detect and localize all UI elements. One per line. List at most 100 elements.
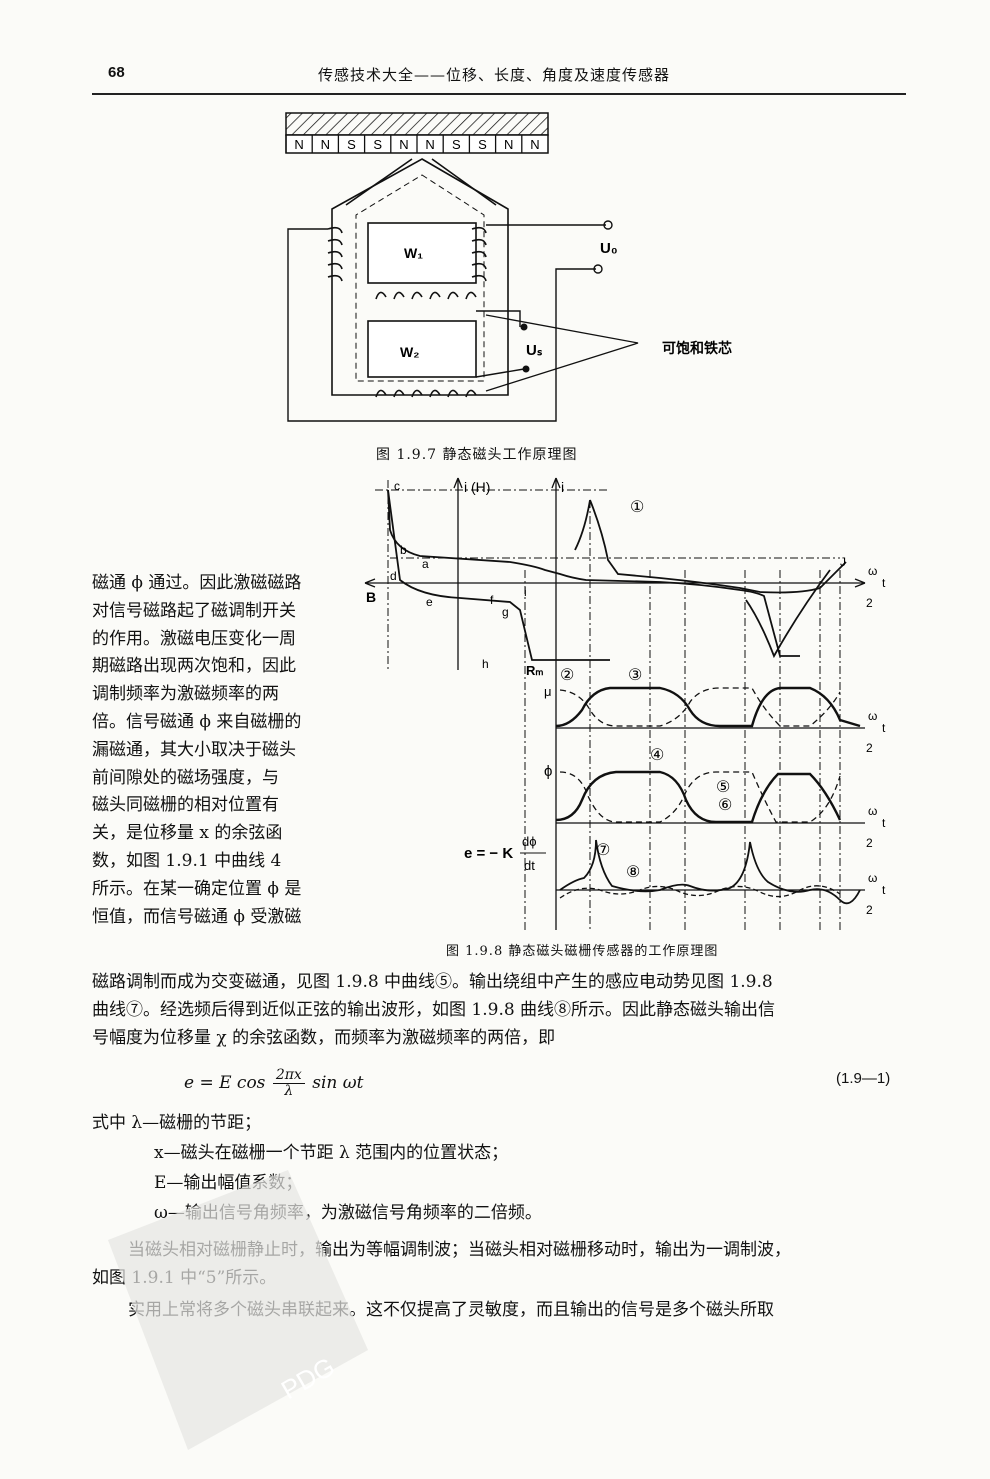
pole-label: S [347, 137, 356, 152]
formula-lhs: e = E cos [184, 1073, 266, 1093]
wt-label: ω [868, 564, 877, 578]
pole-label: S [452, 137, 461, 152]
label-mu: μ [544, 684, 552, 699]
label-e-equation: e = − K [464, 845, 513, 862]
wt-label: ω [868, 804, 877, 818]
pole-label: S [478, 137, 487, 152]
curve-magnetization [387, 489, 800, 657]
left-text-line: 期磁路出现两次饱和，因此 [92, 656, 296, 677]
label-saturable-core: 可饱和铁芯 [662, 340, 732, 356]
point-label: a [422, 557, 429, 571]
symbol-definitions: 式中 λ—磁栅的节距； x—磁头在磁栅一个节距 λ 范围内的位置状态； E—输出… [92, 1108, 542, 1228]
pole-label: N [321, 137, 330, 152]
label-i: i [561, 479, 564, 495]
wt-label: t [882, 721, 886, 735]
left-column-text: 磁通 ϕ 通过。因此激磁磁路对信号磁路起了磁调制开关的作用。激磁电压变化一周期磁… [92, 570, 350, 931]
wt-label: 2 [866, 596, 873, 610]
point-label: e [426, 595, 433, 609]
grid-hatch [285, 112, 549, 136]
point-label: b [400, 543, 407, 557]
wt-label: t [882, 816, 886, 830]
pole-label: N [425, 137, 434, 152]
curve-3 [555, 686, 861, 728]
point-label: i [524, 585, 527, 599]
left-text-line: 恒值，而信号磁通 ϕ 受激磁 [92, 906, 302, 927]
label-phi: ϕ [544, 763, 552, 780]
figure-1-9-8: i (H) i B Rₘ μ ϕ e = − K dϕ dt ωt2ωt2ωt2… [364, 477, 886, 930]
label-dt: dt [524, 858, 535, 873]
wt-label: ω [868, 871, 877, 885]
left-text-line: 倍。信号磁通 ϕ 来自磁栅的 [92, 711, 302, 732]
left-text-line: 前间隙处的磁场强度，与 [92, 767, 279, 788]
body-line: 号幅度为位移量 χ 的余弦函数，而频率为激磁频率的两倍，即 [92, 1028, 556, 1048]
formula-rhs: sin ωt [312, 1073, 364, 1093]
curve-label: ⑥ [718, 797, 732, 814]
curve-label: ① [630, 499, 644, 516]
window-w1 [367, 222, 477, 284]
left-text-line: 磁头同磁栅的相对位置有 [92, 795, 279, 816]
coil-w1 [327, 226, 487, 398]
label-B: B [366, 589, 376, 605]
equation-number: (1.9—1) [836, 1070, 891, 1087]
body-line: 磁路调制而成为交变磁通，见图 1.9.8 中曲线⑤。输出绕组中产生的感应电动势见… [92, 972, 773, 992]
point-label: d [390, 569, 397, 583]
curve-label: ② [560, 667, 574, 684]
wt-label: 2 [866, 741, 873, 755]
left-text-line: 漏磁通，其大小取决于磁头 [92, 739, 296, 760]
watermark-stamp: PDG [108, 1170, 368, 1450]
curve-label: ⑧ [626, 864, 640, 881]
point-label: J [840, 555, 846, 569]
definition-x: x—磁头在磁栅一个节距 λ 范围内的位置状态； [154, 1143, 509, 1163]
left-text-line: 所示。在某一确定位置 ϕ 是 [92, 878, 302, 899]
pole-label: N [294, 137, 303, 152]
curve-2 [559, 687, 841, 727]
left-text-line: 的作用。激磁电压变化一周 [92, 628, 296, 649]
pole-label: S [373, 137, 382, 152]
point-label: f [490, 593, 494, 607]
label-u0: U₀ [600, 240, 618, 257]
wt-label: 2 [866, 903, 873, 917]
body-continuation: 磁路调制而成为交变磁通，见图 1.9.8 中曲线⑤。输出绕组中产生的感应电动势见… [92, 968, 908, 1052]
window-w2 [367, 320, 477, 378]
label-dphi: dϕ [522, 834, 537, 849]
left-text-line: 数，如图 1.9.1 中曲线 4 [92, 850, 282, 871]
wt-label: ω [868, 709, 877, 723]
figure-1-9-7-caption: 图 1.9.7 静态磁头工作原理图 [376, 447, 578, 463]
curve-1 [589, 499, 847, 594]
curve-5 [555, 770, 842, 824]
formula-denominator: λ [284, 1083, 294, 1099]
figure-1-9-8-caption: 图 1.9.8 静态磁头磁栅传感器的工作原理图 [446, 944, 719, 959]
left-text-line: 对信号磁路起了磁调制开关 [92, 600, 296, 621]
pole-label: N [399, 137, 408, 152]
point-label: g [502, 605, 509, 619]
label-us: Uₛ [526, 342, 543, 359]
wt-label: t [882, 576, 886, 590]
point-label: h [482, 657, 489, 671]
core-outer [331, 158, 509, 396]
curve-label: ⑤ [716, 779, 730, 796]
page-number: 68 [108, 64, 125, 81]
definition-lambda: 式中 λ—磁栅的节距； [92, 1113, 262, 1133]
label-w2: W₂ [400, 344, 419, 360]
curve-4 [559, 771, 841, 823]
curve-8 [559, 885, 841, 899]
left-text-line: 磁通 ϕ 通过。因此激磁磁路 [92, 573, 302, 593]
flux-path [355, 174, 485, 382]
point-label: c [394, 479, 400, 493]
left-text-line: 关，是位移量 x 的余弦函 [92, 823, 283, 844]
curve-7 [559, 839, 861, 905]
formula-numerator: 2πx [272, 1068, 305, 1084]
label-Rm: Rₘ [526, 663, 544, 678]
header-rule [92, 93, 906, 95]
left-text-line: 调制频率为激磁频率的两 [92, 684, 279, 705]
label-w1: W₁ [404, 245, 423, 261]
wt-label: t [882, 883, 886, 897]
pole-label: N [504, 137, 513, 152]
